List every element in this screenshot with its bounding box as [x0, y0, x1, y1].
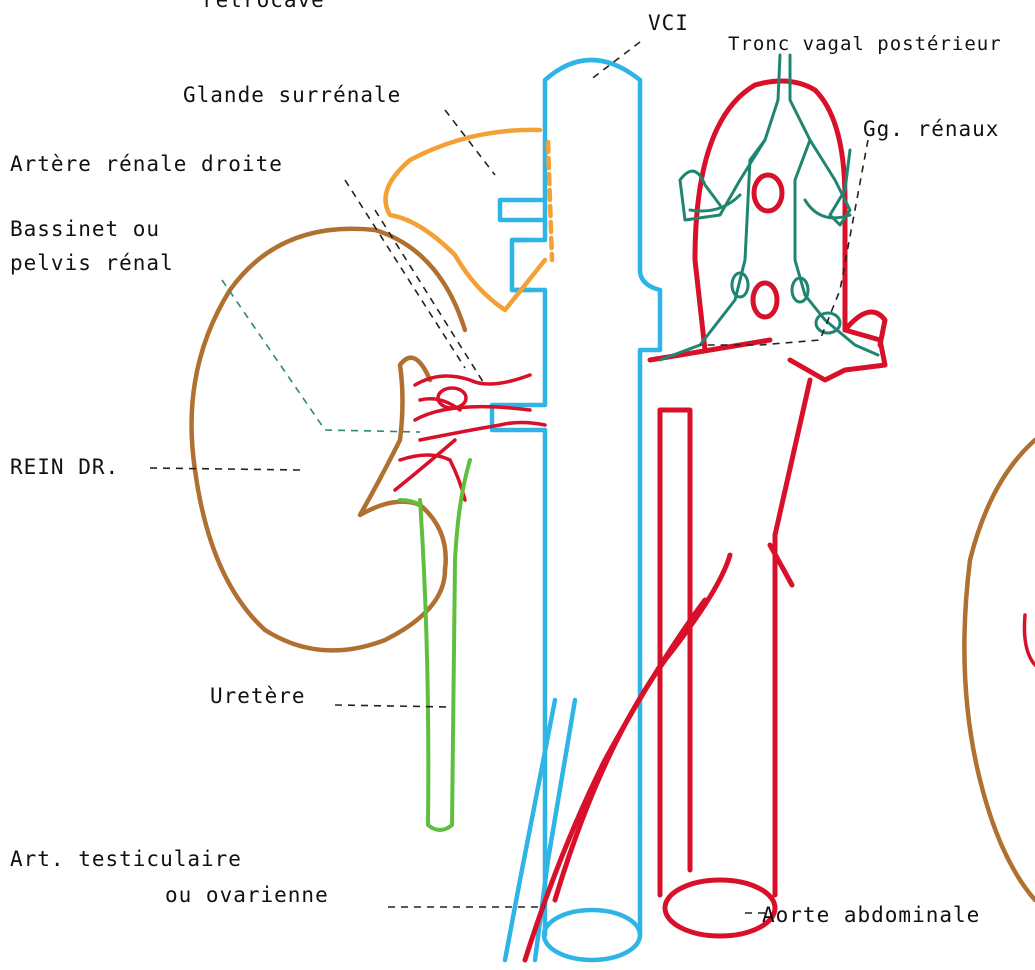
label-bassinet-1: Bassinet ou	[10, 217, 160, 241]
left-kidney-partial	[964, 440, 1035, 900]
label-aorte-abdominale: Aorte abdominale	[762, 903, 980, 927]
rein-leader	[150, 468, 300, 470]
ureter	[400, 460, 470, 830]
label-vci: VCI	[648, 11, 689, 35]
bassinet-leader	[222, 280, 420, 432]
vena-cava-section	[544, 910, 640, 960]
artere-renale-leader	[345, 180, 485, 385]
label-art-testiculaire-2: ou ovarienne	[165, 883, 329, 907]
label-tronc-vagal: Tronc vagal postérieur	[728, 33, 1002, 55]
renal-hilum-vessels	[395, 375, 545, 500]
aorta-section	[665, 880, 775, 936]
label-uretere: Uretère	[210, 684, 306, 708]
label-glande-surrenale: Glande surrénale	[183, 83, 401, 107]
uretere-leader	[335, 705, 450, 707]
label-bassinet-2: pelvis rénal	[10, 251, 174, 275]
label-rein-dr: REIN DR.	[10, 455, 119, 479]
label-art-testiculaire-1: Art. testiculaire	[10, 847, 242, 871]
label-retrocave: retrocave	[202, 0, 325, 12]
label-artere-renale: Artère rénale droite	[10, 152, 283, 176]
label-gg-renaux: Gg. rénaux	[863, 117, 999, 141]
